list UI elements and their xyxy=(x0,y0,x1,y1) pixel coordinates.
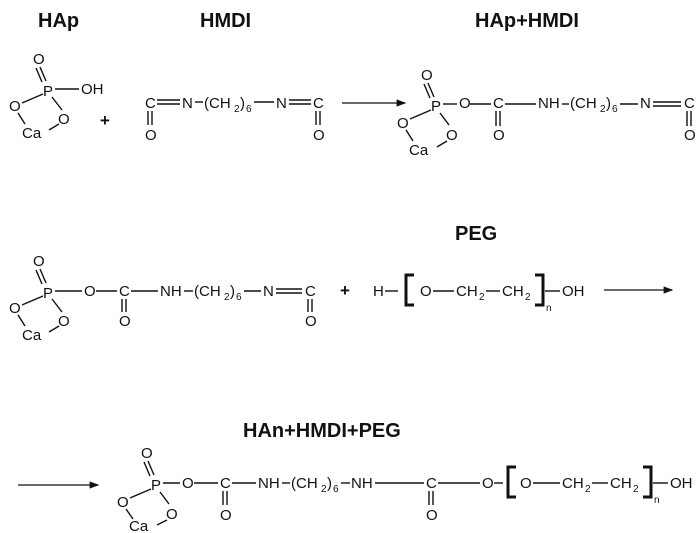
atom-o-left: O xyxy=(9,300,21,317)
sub-6: 6 xyxy=(246,104,252,115)
atom-o: O xyxy=(684,127,696,144)
atom-h: H xyxy=(373,283,384,300)
atom-p: P xyxy=(431,98,441,115)
atom-ca: Ca xyxy=(22,327,42,344)
atom-o-ester: O xyxy=(482,475,494,492)
sub-n: n xyxy=(546,303,552,314)
chain-close: ) xyxy=(327,475,332,492)
atom-oh: OH xyxy=(81,81,104,98)
atom-o-ester: O xyxy=(84,283,96,300)
atom-n: N xyxy=(640,95,651,112)
sub-2: 2 xyxy=(525,292,531,303)
atom-oh: OH xyxy=(562,283,585,300)
sub-2: 2 xyxy=(321,484,327,495)
atom-c-carbonyl: C xyxy=(220,475,231,492)
atom-o-left: O xyxy=(117,494,129,511)
atom-p: P xyxy=(43,83,53,100)
header-hap-hmdi: HAp+HMDI xyxy=(475,10,579,32)
atom-o-right: O xyxy=(58,111,70,128)
atom-o-carbonyl: O xyxy=(426,507,438,524)
atom-o: O xyxy=(305,313,317,330)
peg-molecule: H O CH 2 CH 2 n OH xyxy=(373,273,585,314)
atom-nh: NH xyxy=(351,475,373,492)
chain-ch: CH xyxy=(502,283,524,300)
atom-o: O xyxy=(313,127,325,144)
atom-o-right: O xyxy=(446,127,458,144)
sub-2: 2 xyxy=(234,104,240,115)
han-hmdi-peg-molecule: O P O C O NH (CH 2 ) 6 NH C O O O CH 2 C… xyxy=(117,445,693,533)
atom-p: P xyxy=(43,285,53,302)
atom-nh: NH xyxy=(258,475,280,492)
atom-o-ester: O xyxy=(182,475,194,492)
sub-2: 2 xyxy=(224,292,230,303)
peg-bracket-left xyxy=(404,273,414,307)
chain-ch2-open: (CH xyxy=(291,475,318,492)
atom-ca: Ca xyxy=(22,125,42,142)
chain-close: ) xyxy=(230,283,235,300)
sub-2: 2 xyxy=(633,484,639,495)
atom-o-carbonyl: O xyxy=(493,127,505,144)
atom-o-left: O xyxy=(397,115,409,132)
header-peg: PEG xyxy=(455,223,497,245)
atom-ca: Ca xyxy=(409,142,429,159)
header-hap: HAp xyxy=(38,10,79,32)
atom-o-top: O xyxy=(141,445,153,462)
chain-ch2-open: (CH xyxy=(194,283,221,300)
atom-o-left: O xyxy=(9,98,21,115)
atom-o-top: O xyxy=(33,51,45,68)
atom-nh: NH xyxy=(160,283,182,300)
atom-c: C xyxy=(684,95,695,112)
hap-molecule: O P OH O O Ca xyxy=(9,51,104,142)
atom-o-top: O xyxy=(33,253,45,270)
chain-ch: CH xyxy=(456,283,478,300)
chain-ch2-open: (CH xyxy=(570,95,597,112)
plus-sign-2: + xyxy=(340,281,350,300)
atom-ca: Ca xyxy=(129,518,149,533)
sub-n: n xyxy=(654,495,660,506)
chain-close: ) xyxy=(240,95,245,112)
chain-ch2-open: (CH xyxy=(204,95,231,112)
atom-n: N xyxy=(276,95,287,112)
atom-p: P xyxy=(151,477,161,494)
sub-2: 2 xyxy=(585,484,591,495)
sub-6: 6 xyxy=(612,104,618,115)
sub-6: 6 xyxy=(333,484,339,495)
atom-c-carbonyl: C xyxy=(493,95,504,112)
header-hmdi: HMDI xyxy=(200,10,251,32)
hap-hmdi-molecule-row2: O P O C O NH (CH 2 ) 6 N C O O O Ca xyxy=(9,253,317,344)
atom-o: O xyxy=(145,127,157,144)
atom-n: N xyxy=(182,95,193,112)
atom-n: N xyxy=(263,283,274,300)
atom-o-top: O xyxy=(421,67,433,84)
atom-c: C xyxy=(305,283,316,300)
sub-6: 6 xyxy=(236,292,242,303)
hmdi-molecule: C N (CH 2 ) 6 N C O O xyxy=(145,95,325,144)
chain-ch: CH xyxy=(610,475,632,492)
atom-o-right: O xyxy=(58,313,70,330)
atom-c: C xyxy=(145,95,156,112)
atom-o-carbonyl: O xyxy=(220,507,232,524)
plus-sign-1: + xyxy=(100,111,110,130)
peg-bracket-right xyxy=(535,273,545,307)
chain-close: ) xyxy=(606,95,611,112)
atom-o-carbonyl: O xyxy=(119,313,131,330)
atom-o-right: O xyxy=(166,506,178,523)
atom-o: O xyxy=(420,283,432,300)
hap-hmdi-molecule: O P O C O NH (CH 2 ) 6 N C O O O Ca xyxy=(397,67,696,159)
atom-oh: OH xyxy=(670,475,693,492)
peg-bracket-left xyxy=(506,465,516,499)
atom-o-ester: O xyxy=(459,95,471,112)
chain-ch: CH xyxy=(562,475,584,492)
atom-c-carbonyl: C xyxy=(119,283,130,300)
atom-o: O xyxy=(520,475,532,492)
atom-nh: NH xyxy=(538,95,560,112)
sub-2: 2 xyxy=(479,292,485,303)
sub-2: 2 xyxy=(600,104,606,115)
peg-bracket-right xyxy=(643,465,653,499)
atom-c: C xyxy=(313,95,324,112)
header-han-hmdi-peg: HAn+HMDI+PEG xyxy=(243,420,401,442)
atom-c-carbonyl: C xyxy=(426,475,437,492)
